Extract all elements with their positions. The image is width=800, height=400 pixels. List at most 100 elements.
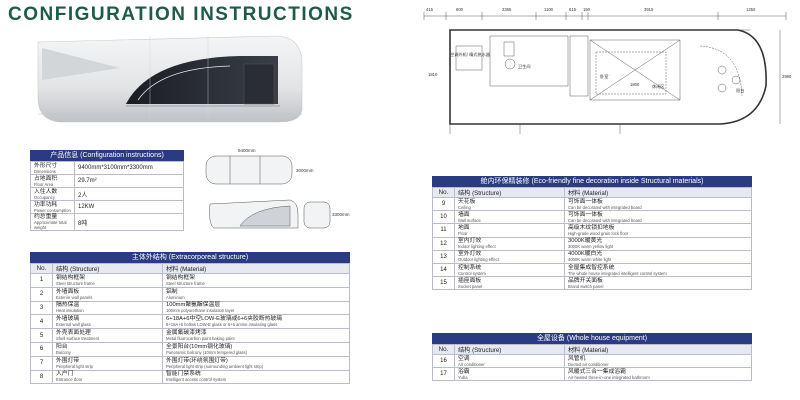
structure-zh: 阳台	[56, 343, 68, 350]
structure-en: Air conditioner	[458, 361, 485, 367]
decoration-table: 舱内环保精装修 (Eco-friendly fine decoration in…	[432, 176, 752, 291]
page-title: CONFIGURATION INSTRUCTIONS	[8, 4, 354, 25]
material-zh: 全屋集成智控系统	[568, 264, 615, 271]
header-material: 材料 (Material)	[564, 344, 752, 355]
structure-zh: 入户门	[56, 371, 74, 378]
config-value: 2人	[74, 187, 184, 201]
elev-dim-height: 3000mm	[296, 168, 314, 173]
row-number: 11	[432, 223, 455, 238]
material-zh: 高级木纹锁扣地板	[568, 224, 615, 231]
header-no: No.	[30, 263, 53, 274]
material-zh: 外围灯带(环绕氛围灯带)	[166, 357, 228, 364]
equipment-table: 全屋设备 (Whole house equipment) No. 结构 (Str…	[432, 333, 752, 382]
structure-en: Ceiling	[458, 204, 471, 210]
material-en: Metal fluorocarbon paint baking paint	[166, 336, 235, 342]
table-header-row: No. 结构 (Structure) 材料 (Material)	[432, 344, 752, 355]
header-material: 材料 (Material)	[564, 187, 752, 198]
material-cell: 全景阳台(10mm钢化玻璃)Panoramic balcony (10mm te…	[162, 341, 350, 357]
plan-label-balcony: 阳台	[736, 87, 744, 94]
header-structure: 结构 (Structure)	[52, 263, 163, 274]
row-number: 3	[30, 300, 53, 316]
material-en: 3000K warm yellow light	[568, 244, 614, 250]
material-en: 100mm polyurethane insulation layer	[166, 308, 235, 314]
structure-en: Yuba	[458, 374, 468, 380]
config-key-zh: 功率功耗	[34, 201, 58, 208]
plan-label-ac: 空调外机/ 精式热水器	[450, 51, 491, 58]
material-zh: 智能门禁系统	[166, 371, 201, 378]
structure-zh: 控制系统	[458, 264, 482, 271]
structure-zh: 天花板	[458, 198, 476, 205]
material-en: Air-heated three-in-one integrated bathr…	[568, 374, 650, 380]
row-number: 13	[432, 249, 455, 264]
config-value: 12KW	[74, 200, 184, 214]
material-zh: 3000K暖黄光	[568, 238, 603, 245]
material-en: High-grade wood grain lock floor	[568, 230, 629, 236]
plan-dim-side-left: 1810	[428, 72, 438, 77]
structure-zh: 钢结构框架	[56, 274, 85, 281]
material-zh: 铝制	[166, 288, 178, 295]
material-cell: 外围灯带(环绕氛围灯带)Peripheral light strip (surr…	[162, 355, 350, 371]
elev-dim-length: 9400mm	[238, 148, 256, 153]
material-zh: 钢结构框架	[166, 274, 195, 281]
structure-zh: 隔热保温	[56, 302, 80, 309]
row-number: 7	[30, 355, 53, 371]
structure-zh: 墙面	[458, 211, 470, 218]
config-key-zh: 外形尺寸	[34, 162, 58, 169]
material-en: 4000K warm white light	[568, 257, 612, 263]
row-number: 14	[432, 262, 455, 278]
material-zh: 风管机	[568, 355, 586, 362]
config-key-zh: 约总重量	[34, 214, 58, 220]
structure-zh: 室外灯效	[458, 251, 482, 258]
material-en: Brand switch panel	[568, 283, 604, 289]
config-key-zh: 占地面积	[34, 175, 58, 182]
equipment-table-title: 全屋设备 (Whole house equipment)	[432, 333, 752, 344]
plan-label-bath: 卫生间	[518, 63, 531, 70]
structure-en: Entrance door	[56, 377, 83, 383]
material-en: Ducted air conditioner	[568, 361, 609, 367]
config-value: 8吨	[74, 213, 184, 231]
row-number: 8	[30, 369, 53, 385]
capsule-house-rendering	[37, 35, 303, 123]
header-structure: 结构 (Structure)	[454, 187, 565, 198]
material-zh: 可饰面一体板	[568, 198, 603, 205]
row-number: 6	[30, 341, 53, 357]
plan-dim-6: 3915	[644, 7, 654, 12]
material-en: Peripheral light strip (surrounding ambi…	[166, 363, 264, 369]
material-en: Intelligent access control system	[166, 377, 227, 383]
config-key-en: Approximate total weight	[34, 220, 67, 230]
row-number: 2	[30, 286, 53, 302]
structure-en: Peripheral light strip	[56, 363, 94, 369]
config-value: 29.7m²	[74, 174, 184, 188]
